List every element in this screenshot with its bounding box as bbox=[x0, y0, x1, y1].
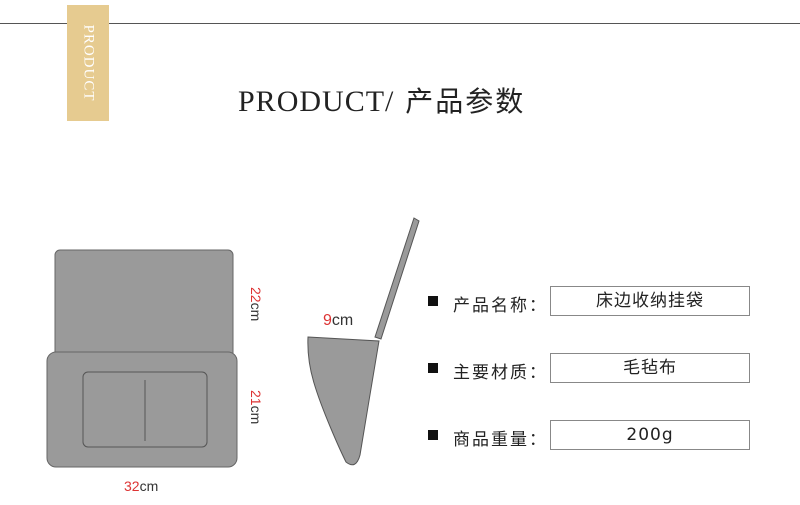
page-title: PRODUCT/ 产品参数 bbox=[238, 80, 525, 120]
bullet-icon bbox=[428, 363, 438, 373]
top-rule bbox=[0, 23, 800, 24]
product-badge: PRODUCT bbox=[67, 5, 109, 121]
title-en: PRODUCT/ bbox=[238, 85, 395, 118]
front-view-back-panel bbox=[54, 249, 234, 359]
dimension-width: 32cm bbox=[124, 478, 159, 494]
spec-label: 商品重量： bbox=[453, 430, 548, 450]
title-cn: 产品参数 bbox=[394, 85, 526, 118]
dimension-height-bottom: 21cm bbox=[248, 390, 264, 425]
spec-value: 200g bbox=[550, 420, 750, 450]
dimension-depth: 9cm bbox=[323, 312, 354, 329]
spec-value: 毛毡布 bbox=[550, 353, 750, 383]
side-view-flap bbox=[374, 217, 420, 340]
spec-value: 床边收纳挂袋 bbox=[550, 286, 750, 316]
spec-label: 产品名称： bbox=[453, 296, 548, 316]
dimension-height-top: 22cm bbox=[248, 287, 264, 322]
bullet-icon bbox=[428, 296, 438, 306]
bullet-icon bbox=[428, 430, 438, 440]
side-view-pocket bbox=[307, 336, 380, 466]
spec-label: 主要材质： bbox=[453, 363, 548, 383]
